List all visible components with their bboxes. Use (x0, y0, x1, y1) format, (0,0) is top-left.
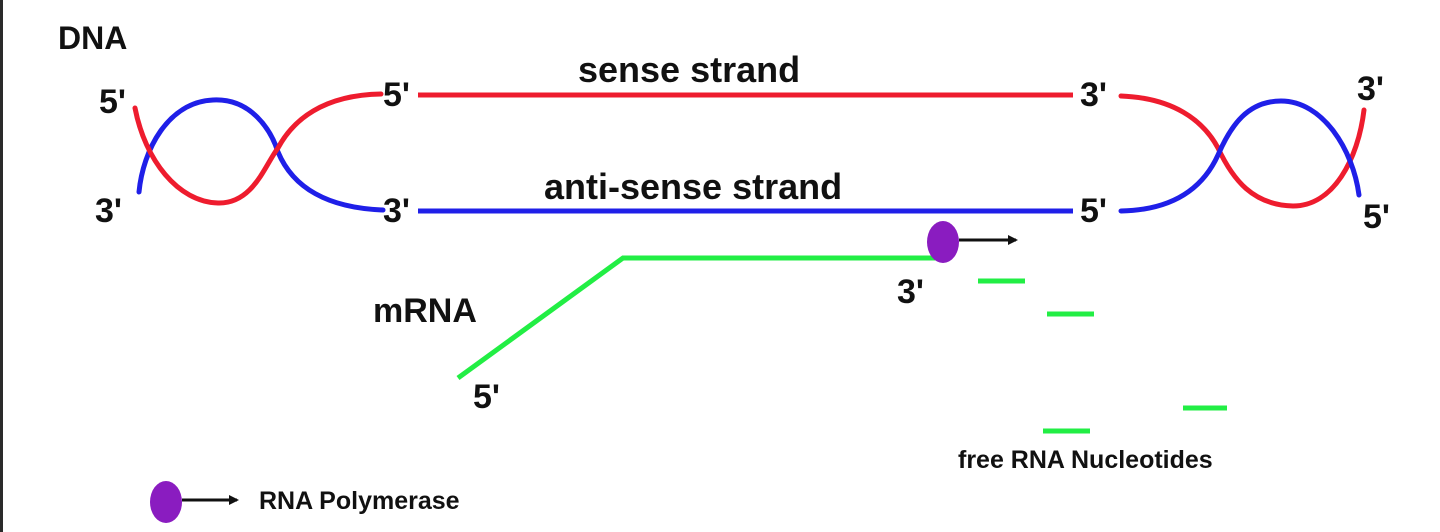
transcription-diagram: DNA sense strand anti-sense strand 5' 3'… (58, 20, 1390, 523)
sense-strand-label: sense strand (578, 49, 800, 90)
right-bottom-end-label: 5' (1363, 198, 1390, 236)
right-top-end-label: 3' (1357, 70, 1384, 108)
left-top-end-label: 5' (99, 83, 126, 121)
right-helix-red-strand (1118, 93, 1367, 209)
left-helix-blue-strand (136, 97, 386, 213)
legend-polymerase-shape (150, 481, 182, 523)
free-nucleotides-label: free RNA Nucleotides (958, 446, 1213, 474)
sense-left-end-label: 5' (383, 76, 410, 114)
left-helix-red-strand (132, 91, 384, 206)
right-helix-blue-strand (1118, 98, 1362, 214)
sense-right-end-label: 3' (1080, 76, 1107, 114)
mrna-strand (456, 255, 938, 381)
antisense-strand-label: anti-sense strand (544, 166, 842, 207)
legend-label: RNA Polymerase (259, 487, 460, 515)
antisense-right-end-label: 5' (1080, 192, 1107, 230)
mrna-label: mRNA (373, 292, 477, 330)
dna-title: DNA (58, 20, 127, 56)
mrna-three-end-label: 3' (897, 273, 924, 311)
left-bottom-end-label: 3' (95, 192, 122, 230)
rna-polymerase-shape (927, 221, 959, 263)
antisense-left-end-label: 3' (383, 192, 410, 230)
mrna-five-end-label: 5' (473, 378, 500, 416)
